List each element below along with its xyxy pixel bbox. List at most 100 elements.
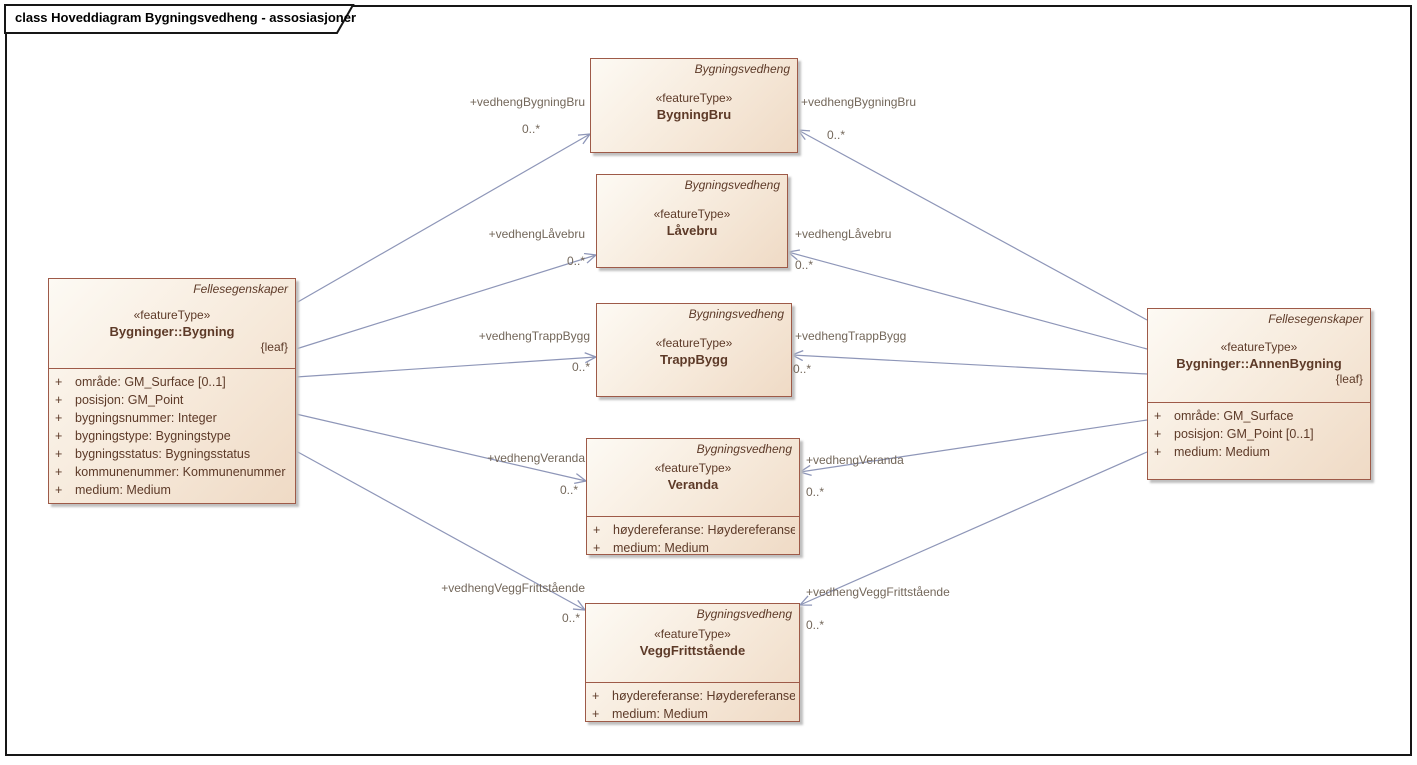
attribute: + medium: Medium: [593, 539, 795, 557]
class-box-annenbygning[interactable]: Fellesegenskaper «featureType» Bygninger…: [1147, 308, 1371, 480]
association-line-bygning-veggfrittstaende[interactable]: [295, 450, 585, 610]
attributes-compartment: + område: GM_Surface +posisjon: GM_Point …: [1148, 402, 1370, 481]
stereotype-label: «featureType»: [653, 207, 731, 221]
attribute-visibility: +: [593, 523, 601, 537]
attribute-text: bygningsstatus: Bygningsstatus: [75, 447, 251, 461]
attribute: + bygningstype: Bygningstype: [55, 427, 291, 445]
association-role-label: +vedhengBygningBru: [469, 95, 585, 109]
association-role-label: +vedhengBygningBru: [801, 95, 917, 109]
association-multiplicity: 0..*: [795, 258, 814, 272]
class-box-lavebru[interactable]: Bygningsvedheng «featureType» Låvebru: [596, 174, 788, 268]
attribute: +høydereferanse: Høydereferanse: [592, 687, 795, 705]
attribute-text: medium: Medium: [1174, 445, 1270, 459]
attribute: + kommunenummer: Kommunenummer: [55, 463, 291, 481]
package-label: Bygningsvedheng: [696, 607, 792, 621]
attribute-visibility: +: [55, 375, 63, 389]
attribute-text: medium: Medium: [75, 483, 171, 497]
association-role-label: +vedhengVeggFrittstående: [441, 581, 585, 595]
leaf-constraint: {leaf}: [1335, 372, 1363, 386]
association-line-bygning-trappbygg[interactable]: [295, 357, 596, 378]
attribute-text: bygningstype: Bygningstype: [75, 429, 231, 443]
association-line-bygning-lavebru[interactable]: [295, 255, 596, 350]
association-multiplicity: 0..*: [827, 128, 846, 142]
association-line-annenbygning-veranda[interactable]: [800, 419, 1148, 472]
package-label: Bygningsvedheng: [688, 307, 784, 321]
association-role-label: +vedhengVeranda: [487, 451, 585, 465]
class-box-trappbygg[interactable]: Bygningsvedheng «featureType» TrappBygg: [596, 303, 792, 397]
attribute-text: bygningsnummer: Integer: [75, 411, 217, 425]
attribute: + bygningsnummer: Integer: [55, 409, 291, 427]
association-role-label: +vedhengVeranda: [806, 453, 904, 467]
association-multiplicity: 0..*: [566, 254, 585, 268]
class-name: BygningBru: [656, 107, 732, 122]
class-box-bygning[interactable]: Fellesegenskaper «featureType» Bygninger…: [48, 278, 296, 504]
class-box-bygningbru[interactable]: Bygningsvedheng «featureType» BygningBru: [590, 58, 798, 153]
attribute: + område: GM_Surface: [1154, 407, 1366, 425]
association-multiplicity: 0..*: [559, 483, 578, 497]
class-box-veggfrittstaende[interactable]: Bygningsvedheng «featureType» VeggFritts…: [585, 603, 800, 722]
stereotype-label: «featureType»: [654, 461, 732, 475]
attribute-visibility: +: [1154, 427, 1162, 441]
association-multiplicity: 0..*: [561, 611, 580, 625]
association-multiplicity: 0..*: [793, 362, 812, 376]
attribute: + område: GM_Surface [0..1]: [55, 373, 291, 391]
attribute: + posisjon: GM_Point: [55, 391, 291, 409]
attribute-visibility: +: [55, 429, 63, 443]
frame-title-tab: [4, 4, 355, 34]
attribute: +bygningsstatus: Bygningsstatus: [55, 445, 291, 463]
attribute-visibility: +: [55, 483, 63, 497]
attribute-text: posisjon: GM_Point: [75, 393, 184, 407]
attribute-visibility: +: [1154, 409, 1162, 423]
attribute-text: medium: Medium: [613, 541, 709, 555]
association-line-annenbygning-veggfrittstaende[interactable]: [800, 451, 1148, 605]
class-name: Låvebru: [666, 223, 718, 238]
class-box-veranda[interactable]: Bygningsvedheng «featureType» Veranda +h…: [586, 438, 800, 555]
association-line-bygning-bygningbru[interactable]: [295, 134, 590, 304]
association-line-annenbygning-trappbygg[interactable]: [792, 355, 1148, 375]
association-role-label: +vedhengVeggFrittstående: [806, 585, 950, 599]
association-role-label: +vedhengTrappBygg: [478, 329, 590, 343]
association-line-bygning-veranda[interactable]: [295, 413, 586, 481]
package-label: Bygningsvedheng: [694, 62, 790, 76]
class-name: Bygninger::Bygning: [109, 324, 235, 339]
attribute: +posisjon: GM_Point [0..1]: [1154, 425, 1366, 443]
stereotype-label: «featureType»: [654, 627, 731, 641]
attribute-text: område: GM_Surface [0..1]: [75, 375, 226, 389]
stereotype-label: «featureType»: [655, 91, 733, 105]
package-label: Bygningsvedheng: [696, 442, 792, 456]
attribute-visibility: +: [592, 689, 600, 703]
association-role-label: +vedhengLåvebru: [488, 227, 585, 241]
association-line-annenbygning-bygningbru[interactable]: [798, 130, 1148, 321]
attribute-text: høydereferanse: Høydereferanse: [613, 523, 795, 537]
attributes-compartment: + høydereferanse: Høydereferanse + medium:…: [587, 516, 799, 556]
stereotype-label: «featureType»: [655, 336, 733, 350]
association-role-label: +vedhengLåvebru: [795, 227, 892, 241]
attribute-visibility: +: [55, 393, 63, 407]
attribute: + medium: Medium: [55, 481, 291, 499]
association-multiplicity: 0..*: [806, 485, 825, 499]
attribute-visibility: +: [592, 707, 600, 721]
attribute-visibility: +: [55, 465, 63, 479]
package-label: Fellesegenskaper: [1268, 312, 1363, 326]
class-name: VeggFrittstående: [639, 643, 746, 658]
package-label: Fellesegenskaper: [193, 282, 288, 296]
attribute-text: område: GM_Surface: [1174, 409, 1294, 423]
association-multiplicity: 0..*: [806, 618, 825, 632]
attributes-compartment: + område: GM_Surface [0..1] + posisjon: GM…: [49, 368, 295, 505]
attribute: +medium: Medium: [1154, 443, 1366, 461]
diagram-title: class Hoveddiagram Bygningsvedheng - ass…: [15, 10, 357, 25]
attribute: + høydereferanse: Høydereferanse: [593, 521, 795, 539]
association-multiplicity: 0..*: [571, 360, 590, 374]
association-role-label: +vedhengTrappBygg: [795, 329, 907, 343]
attribute-text: kommunenummer: Kommunenummer: [75, 465, 286, 479]
class-name: TrappBygg: [660, 352, 728, 367]
attributes-compartment: +høydereferanse: Høydereferanse + medium:…: [586, 682, 799, 723]
attribute-text: medium: Medium: [612, 707, 708, 721]
attribute-visibility: +: [593, 541, 601, 555]
association-line-annenbygning-lavebru[interactable]: [788, 252, 1148, 350]
diagram-frame: [5, 5, 1412, 756]
leaf-constraint: {leaf}: [260, 340, 288, 354]
attribute-visibility: +: [55, 411, 63, 425]
